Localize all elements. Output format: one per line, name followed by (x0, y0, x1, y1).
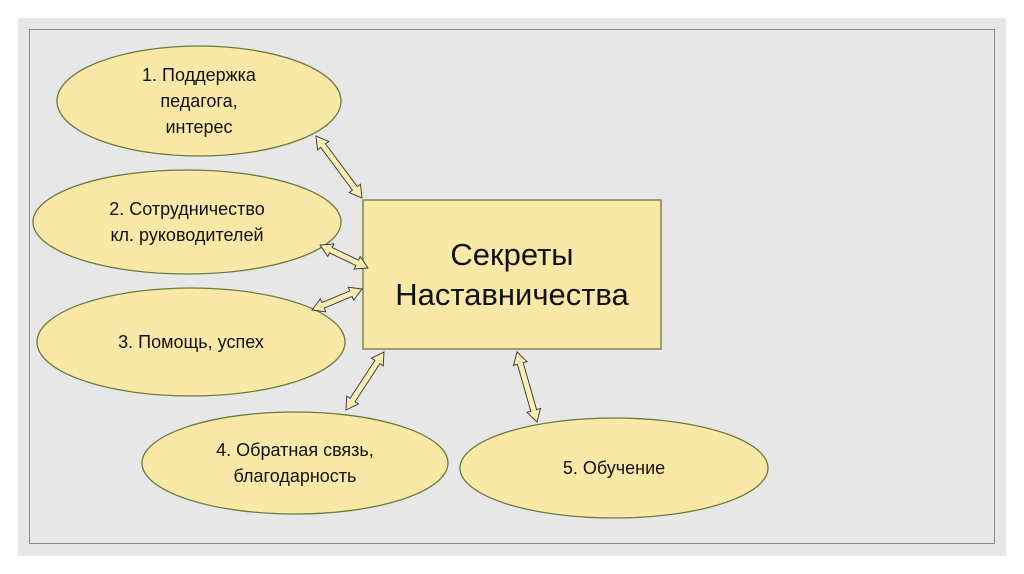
node-ellipse-2 (32, 169, 342, 275)
double-arrow-1 (315, 135, 363, 199)
node-3-label: 3. Помощь, успех (118, 332, 264, 352)
slide-frame (29, 29, 995, 544)
node-ellipse-1 (56, 45, 342, 157)
node-4-label: 4. Обратная связь, благодарность (216, 440, 374, 486)
double-arrow-3 (311, 286, 363, 313)
node-1-label: 1. Поддержка педагога, интерес (142, 65, 256, 137)
node-ellipse-3 (36, 287, 346, 397)
double-arrow-4 (345, 351, 385, 411)
double-arrow-2 (319, 243, 369, 270)
center-title: Секреты Наставничества (395, 236, 629, 312)
node-5-label: 5. Обучение (562, 458, 666, 478)
double-arrow-5 (512, 351, 542, 423)
center-box (362, 199, 662, 350)
node-2-label: 2. Сотрудничество кл. руководителей (109, 199, 265, 245)
node-ellipse-5 (459, 417, 769, 519)
node-ellipse-4 (141, 411, 449, 515)
